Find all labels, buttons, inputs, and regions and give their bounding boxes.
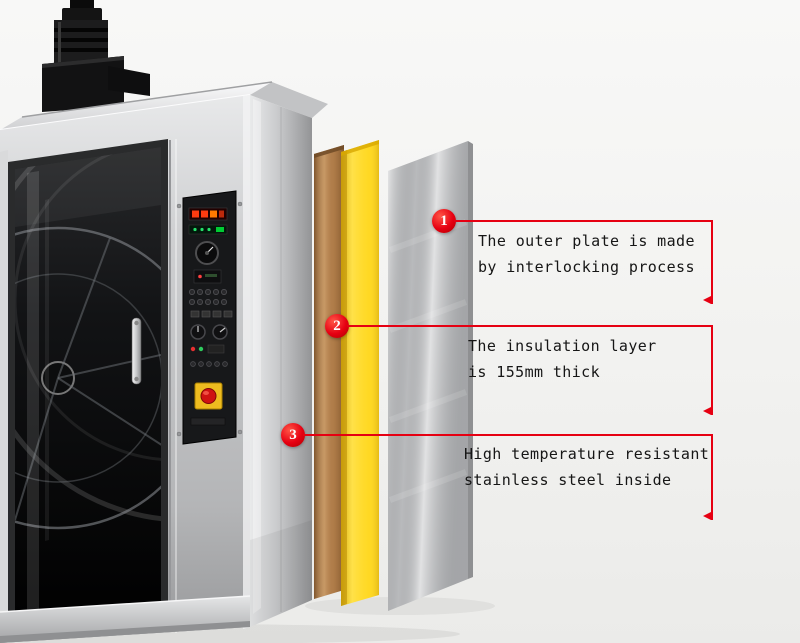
callout-2-leader-line [347, 325, 713, 327]
callout-1-text-line1: The outer plate is made [478, 232, 695, 250]
callout-3-text: High temperature resistant stainless ste… [464, 441, 709, 493]
callout-3-leader-line [303, 434, 713, 436]
oven-door [8, 139, 168, 638]
callout-1-arrow-icon [703, 296, 711, 304]
callout-2-text-line1: The insulation layer [468, 337, 657, 355]
callout-2-text: The insulation layer is 155mm thick [468, 333, 657, 385]
callout-1-bracket-line [711, 220, 713, 304]
emergency-stop-button [200, 388, 217, 404]
callout-3-number-badge: 3 [281, 423, 305, 447]
callout-2-text-line2: is 155mm thick [468, 363, 601, 381]
callout-3-bracket-line [711, 434, 713, 520]
door-glass-reflections [15, 147, 161, 626]
inner-layer-shape [314, 145, 344, 599]
outer-plate-shape [388, 141, 473, 611]
callout-2-arrow-icon [703, 407, 711, 415]
callout-3-text-line1: High temperature resistant [464, 445, 710, 463]
callout-1-leader-line [454, 220, 713, 222]
insulation-layer-shape [341, 140, 379, 606]
callout-1-text: The outer plate is made by interlocking … [478, 228, 695, 280]
callout-3-text-line2: stainless steel inside [464, 471, 672, 489]
callout-2-number-badge: 2 [325, 314, 349, 338]
callout-1-text-line2: by interlocking process [478, 258, 695, 276]
exhaust-motor [42, 0, 150, 112]
fan-rim [15, 226, 161, 530]
control-panel [169, 139, 243, 633]
callout-1-number-badge: 1 [432, 209, 456, 233]
oven-base [0, 595, 251, 643]
callout-2-bracket-line [711, 325, 713, 415]
callout-3-arrow-icon [703, 512, 711, 520]
door-handle [131, 317, 142, 385]
